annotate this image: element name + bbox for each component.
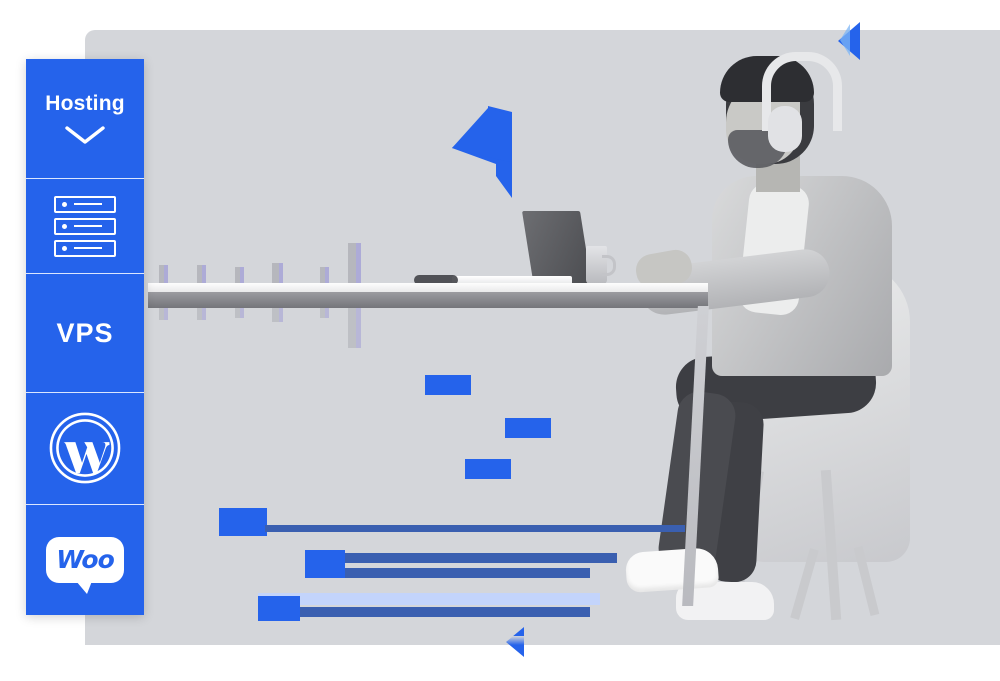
redacted-tag [505,418,551,438]
decorative-bar [159,265,168,283]
flag-polygon-accent [452,106,512,198]
decorative-bar [348,243,361,283]
decorative-bar-reflection [197,308,206,320]
sidebar-item-hosting[interactable]: Hosting [26,59,144,180]
triangle-accent-top-right [838,22,860,60]
headphones-icon [762,52,842,131]
redacted-tag [465,459,511,479]
server-unit [54,217,116,235]
sidebar-item-woocommerce[interactable]: Woo [26,504,144,615]
product-rail: Hosting VPS [26,59,144,615]
redacted-row-bar [300,607,590,617]
decorative-bar-reflection [235,308,244,318]
desk-surface [148,283,708,292]
redacted-row-tag [219,508,267,536]
sidebar-item-label: Hosting [45,91,125,115]
eyeglasses [414,275,458,285]
server-unit [54,195,116,213]
woocommerce-icon: Woo [46,536,124,594]
desk-edge [148,292,708,308]
person-figure [616,52,936,622]
shoe [624,546,720,594]
server-stack-icon [54,195,116,257]
redacted-row-bar [265,525,685,532]
redacted-row-bar [345,553,617,563]
redacted-tag [425,375,471,395]
headphone-earcup [768,106,802,152]
decorative-bar-reflection [348,308,361,348]
decorative-bar-reflection [320,308,329,318]
server-unit [54,239,116,257]
wordpress-icon [49,412,121,484]
sidebar-item-wordpress[interactable] [26,392,144,505]
sidebar-item-servers[interactable] [26,179,144,275]
decorative-bar-reflection [272,308,283,322]
decorative-bar [235,267,244,283]
redacted-row-tag [258,596,300,621]
decorative-bar [320,267,329,283]
page-title [205,113,445,175]
chevron-down-icon [65,125,105,144]
sidebar-item-label: Woo [56,545,115,575]
redacted-row-bar [345,568,590,578]
decorative-bar-reflection [159,308,168,320]
sidebar-item-vps[interactable]: VPS [26,274,144,393]
coffee-mug [586,246,616,284]
sidebar-item-label: VPS [56,317,114,348]
redacted-row-bar [258,593,600,605]
triangle-accent-bottom [506,627,524,657]
decorative-bar [272,263,283,283]
redacted-row-tag [305,550,345,578]
decorative-bar [197,265,206,283]
